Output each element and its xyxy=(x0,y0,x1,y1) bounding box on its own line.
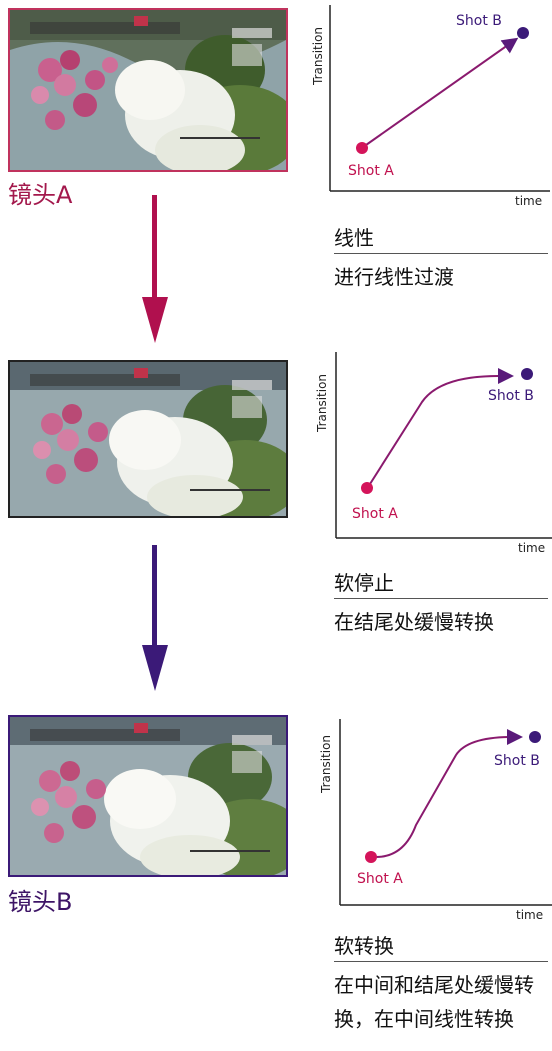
down-arrow-1 xyxy=(142,195,168,343)
graph-soft-stop-start-label: Shot A xyxy=(352,506,398,522)
caption-linear-desc: 进行线性过渡 xyxy=(334,265,454,289)
graph-linear: Transition time Shot A Shot B xyxy=(311,5,550,208)
graph-soft-stop-end-point xyxy=(521,368,533,380)
caption-linear: 线性 进行线性过渡 xyxy=(334,222,548,294)
graph-soft-transition-curve xyxy=(375,729,523,858)
graph-linear-xlabel: time xyxy=(515,194,542,208)
caption-linear-title: 线性 xyxy=(334,222,548,254)
graph-linear-curve xyxy=(365,37,519,146)
shot-b-image xyxy=(8,715,288,877)
graph-soft-stop-curve xyxy=(369,368,514,485)
graph-soft-transition-end-label: Shot B xyxy=(494,753,540,769)
graph-soft-stop-end-label: Shot B xyxy=(488,388,534,404)
graph-soft-transition-start-point xyxy=(365,851,377,863)
caption-soft-transition-title: 软转换 xyxy=(334,930,548,962)
caption-soft-stop-title: 软停止 xyxy=(334,567,548,599)
graph-linear-start-label: Shot A xyxy=(348,163,394,179)
caption-soft-transition-desc: 在中间和结尾处缓慢转换，在中间线性转换 xyxy=(334,973,534,1031)
graph-soft-stop: Transition time Shot A Shot B xyxy=(315,352,552,555)
graph-soft-stop-xlabel: time xyxy=(518,541,545,555)
shot-b-label: 镜头B xyxy=(8,888,73,916)
graph-soft-transition-start-label: Shot A xyxy=(357,871,403,887)
graph-soft-transition: Transition time Shot A Shot B xyxy=(319,719,552,920)
graph-soft-transition-ylabel: Transition xyxy=(319,735,333,794)
transition-frame-image xyxy=(8,360,288,518)
graph-soft-stop-start-point xyxy=(361,482,373,494)
caption-soft-transition: 软转换 在中间和结尾处缓慢转换，在中间线性转换 xyxy=(334,930,548,1036)
graph-linear-end-point xyxy=(517,27,529,39)
shot-a-label: 镜头A xyxy=(8,181,73,209)
graph-linear-end-label: Shot B xyxy=(456,13,502,29)
caption-soft-stop: 软停止 在结尾处缓慢转换 xyxy=(334,567,548,639)
shot-a-image xyxy=(8,8,288,172)
graph-linear-start-point xyxy=(356,142,368,154)
down-arrow-2 xyxy=(142,545,168,691)
graph-soft-transition-end-point xyxy=(529,731,541,743)
caption-soft-stop-desc: 在结尾处缓慢转换 xyxy=(334,610,494,634)
graph-soft-transition-xlabel: time xyxy=(516,908,543,920)
graph-soft-stop-ylabel: Transition xyxy=(315,374,329,433)
graph-linear-ylabel: Transition xyxy=(311,27,325,86)
